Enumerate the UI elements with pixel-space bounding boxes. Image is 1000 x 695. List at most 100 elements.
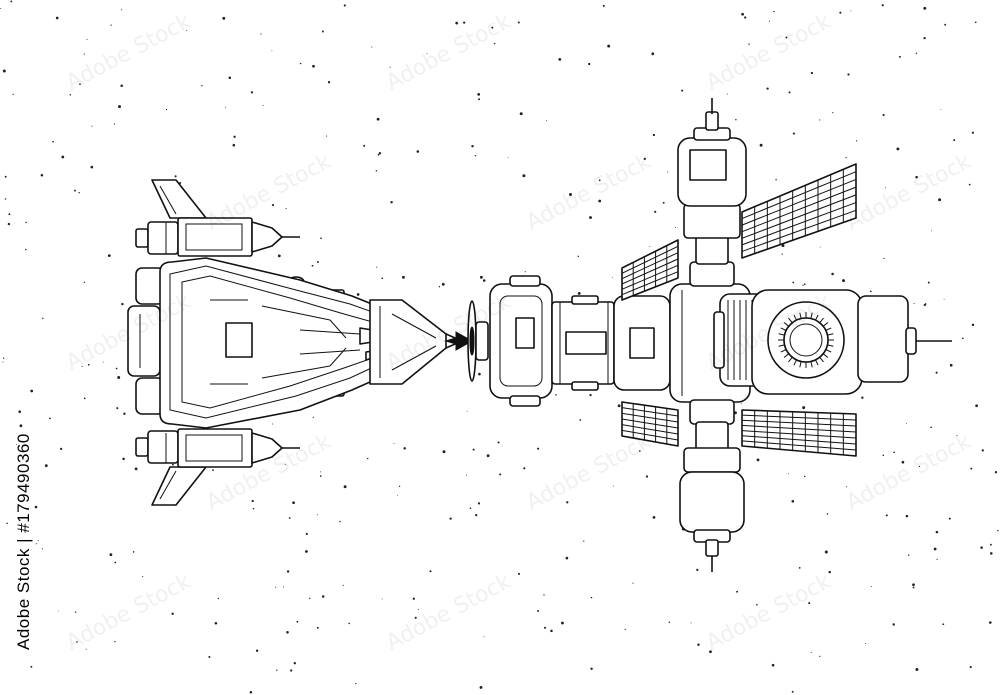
star	[471, 145, 474, 148]
star	[974, 21, 977, 24]
star	[944, 23, 947, 26]
star	[792, 132, 795, 135]
star	[375, 169, 378, 172]
star	[312, 416, 314, 418]
star	[832, 112, 834, 114]
star	[643, 157, 646, 161]
docking-connector	[444, 300, 489, 382]
star	[397, 494, 399, 496]
star	[819, 119, 821, 121]
star	[883, 257, 885, 260]
star	[726, 93, 728, 95]
star	[286, 570, 290, 573]
star	[42, 317, 44, 320]
star	[214, 621, 218, 625]
star	[327, 81, 331, 84]
star	[272, 423, 274, 425]
star	[741, 12, 744, 16]
star	[59, 447, 63, 451]
star	[222, 16, 226, 20]
star	[697, 643, 700, 646]
star	[74, 189, 76, 192]
star	[412, 597, 415, 600]
star	[41, 548, 43, 550]
star	[981, 449, 984, 452]
star	[171, 612, 174, 615]
star	[831, 272, 834, 276]
star	[466, 410, 468, 412]
star	[771, 663, 775, 667]
star	[792, 281, 795, 284]
star	[61, 155, 65, 159]
star	[381, 598, 383, 600]
star	[565, 556, 569, 560]
star	[442, 450, 446, 454]
star	[398, 485, 401, 487]
spaceship-upper-engine	[135, 217, 300, 257]
star	[118, 105, 121, 109]
star	[6, 522, 8, 525]
star	[517, 572, 521, 575]
star	[905, 423, 907, 425]
star	[110, 24, 112, 26]
star	[475, 513, 478, 517]
star	[948, 517, 951, 520]
star	[91, 125, 93, 127]
star	[477, 502, 481, 505]
star	[690, 622, 692, 624]
star	[208, 655, 211, 659]
star	[116, 407, 119, 410]
star	[736, 590, 739, 593]
star	[819, 655, 821, 658]
star	[819, 246, 821, 248]
star	[7, 222, 11, 226]
star	[588, 62, 591, 66]
star	[132, 551, 135, 553]
star	[915, 175, 918, 179]
star	[632, 582, 634, 584]
star	[429, 570, 432, 573]
spaceship	[127, 179, 463, 506]
star	[915, 668, 919, 671]
star	[260, 33, 262, 35]
star	[901, 460, 905, 464]
star	[953, 139, 956, 142]
star	[808, 602, 811, 605]
star	[37, 539, 39, 542]
star	[15, 444, 17, 446]
star	[975, 404, 978, 408]
star	[709, 650, 712, 654]
star	[590, 667, 593, 671]
star	[935, 371, 938, 374]
star	[466, 474, 468, 476]
star	[12, 93, 14, 96]
star	[292, 501, 295, 505]
star	[523, 467, 526, 470]
star	[788, 91, 791, 94]
star	[607, 44, 611, 48]
star	[908, 554, 910, 556]
star	[798, 567, 801, 569]
star	[810, 71, 814, 75]
star	[377, 153, 380, 156]
star	[403, 447, 406, 450]
star	[803, 475, 806, 478]
star	[497, 441, 500, 444]
star	[519, 112, 523, 116]
star	[896, 147, 900, 151]
star	[48, 417, 51, 420]
star	[479, 685, 483, 689]
star	[34, 505, 38, 509]
star	[482, 279, 486, 282]
spaceship-upper-fin	[151, 179, 207, 219]
star	[933, 547, 937, 551]
star	[102, 361, 104, 363]
star	[293, 662, 296, 665]
star	[940, 109, 942, 111]
star	[44, 464, 48, 468]
star	[356, 293, 360, 296]
star	[52, 140, 54, 143]
star	[277, 254, 281, 258]
star	[517, 21, 520, 24]
star	[321, 595, 325, 598]
